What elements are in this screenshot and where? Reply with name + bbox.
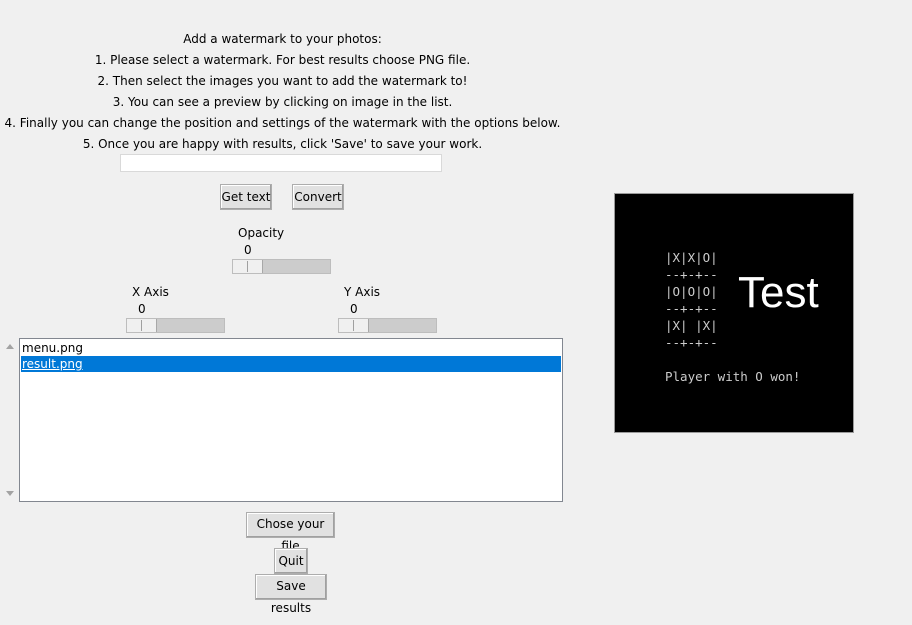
instruction-step-1: 1. Please select a watermark. For best r… <box>94 53 471 67</box>
y-axis-label: Y Axis <box>344 285 381 299</box>
console-line: |X| |X| <box>665 318 718 333</box>
opacity-value: 0 <box>244 243 252 257</box>
y-axis-slider[interactable] <box>338 318 437 333</box>
instruction-step-2: 2. Then select the images you want to ad… <box>97 74 468 88</box>
choose-file-button[interactable]: Chose your file <box>246 512 335 553</box>
console-line: --+-+-- <box>665 267 718 282</box>
x-axis-slider-handle[interactable] <box>127 319 157 332</box>
scroll-up-arrow-icon[interactable] <box>6 344 14 349</box>
list-item-selected[interactable]: result.png <box>21 356 561 372</box>
opacity-slider-handle[interactable] <box>233 260 263 273</box>
scroll-down-arrow-icon[interactable] <box>6 491 14 496</box>
list-item[interactable]: menu.png <box>22 341 83 355</box>
instruction-step-5: 5. Once you are happy with results, clic… <box>82 137 483 151</box>
watermark-text: Test <box>738 268 819 317</box>
instruction-heading: Add a watermark to your photos: <box>183 32 382 46</box>
save-results-button[interactable]: Save results <box>255 574 327 615</box>
y-axis-slider-handle[interactable] <box>339 319 369 332</box>
x-axis-label: X Axis <box>132 285 169 299</box>
console-line: --+-+-- <box>665 301 718 316</box>
quit-button[interactable]: Quit <box>274 548 308 574</box>
instruction-step-4: 4. Finally you can change the position a… <box>4 116 561 130</box>
x-axis-slider[interactable] <box>126 318 225 333</box>
file-listbox[interactable]: menu.png result.png <box>19 338 563 502</box>
console-line: Player with O won! <box>665 369 801 384</box>
convert-button[interactable]: Convert <box>292 184 344 210</box>
console-line: |X|X|O| <box>665 250 718 265</box>
watermark-text-input[interactable] <box>120 154 442 172</box>
instruction-step-3: 3. You can see a preview by clicking on … <box>112 95 453 109</box>
get-text-button[interactable]: Get text <box>220 184 272 210</box>
x-axis-value: 0 <box>138 302 146 316</box>
console-line: |O|O|O| <box>665 284 718 299</box>
opacity-slider[interactable] <box>232 259 331 274</box>
opacity-label: Opacity <box>238 226 285 240</box>
console-line: --+-+-- <box>665 335 718 350</box>
y-axis-value: 0 <box>350 302 358 316</box>
image-preview: |X|X|O| --+-+-- |O|O|O| --+-+-- |X| |X| … <box>614 193 854 433</box>
